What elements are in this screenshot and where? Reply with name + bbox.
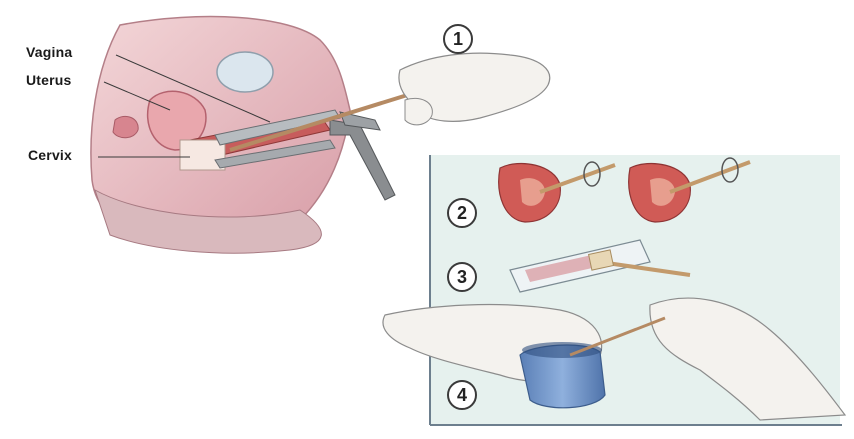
speculum-handle: [330, 120, 395, 200]
step-number-1: 1: [443, 24, 473, 54]
ovary: [113, 116, 138, 137]
step-number-4: 4: [447, 380, 477, 410]
label-vagina: Vagina: [26, 44, 72, 60]
bladder: [217, 52, 273, 92]
label-cervix: Cervix: [28, 147, 72, 163]
step1-hand: [399, 53, 550, 125]
hand-finger: [405, 98, 432, 124]
vial-cap: [522, 342, 602, 358]
anatomy-cross-section: [91, 17, 430, 254]
label-uterus: Uterus: [26, 72, 72, 88]
step-number-3: 3: [447, 262, 477, 292]
step-number-2: 2: [447, 198, 477, 228]
